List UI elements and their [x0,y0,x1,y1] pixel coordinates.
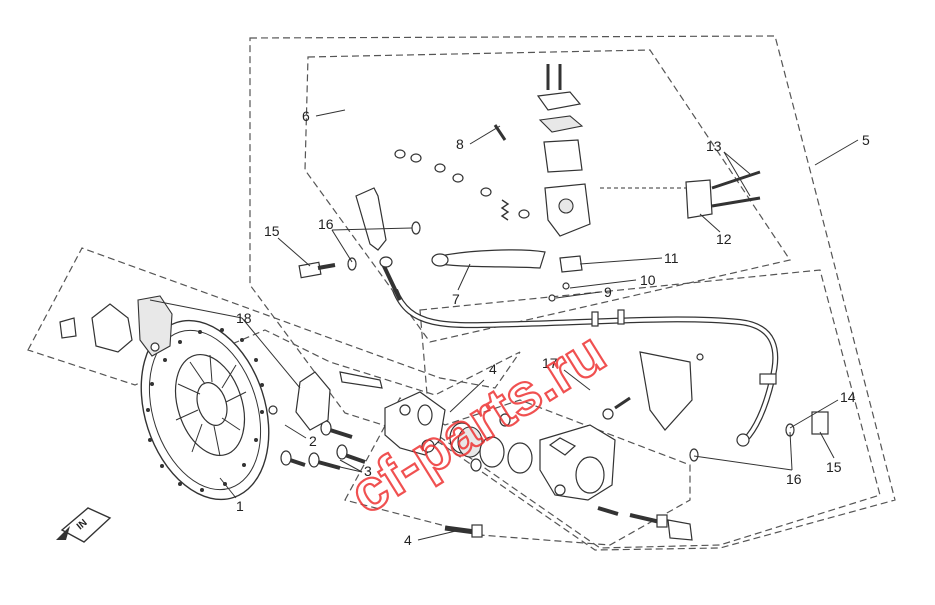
callout-4-upper: 4 [489,361,497,377]
callout-3: 3 [364,463,372,479]
caliper-cover [602,351,704,431]
leader-lines [149,109,859,541]
callout-11: 11 [664,250,679,266]
brake-hose [392,288,779,447]
pad-spring [268,371,383,431]
caliper-pistons [417,404,533,474]
callout-15-right: 15 [826,459,842,475]
callout-6: 6 [302,108,310,124]
callout-17: 17 [542,355,558,371]
callout-9: 9 [604,284,612,300]
caliper-bracket-boundary [419,269,881,549]
callout-13: 13 [706,138,722,154]
handlebar-clamp [600,170,761,219]
upper-brake-line [355,187,402,301]
callout-4-lower: 4 [404,532,412,548]
brake-disc [140,319,270,501]
callout-16-left: 16 [318,216,334,232]
callout-5: 5 [862,132,870,148]
callout-14: 14 [840,389,856,405]
callout-10: 10 [640,272,656,288]
callout-15-left: 15 [264,223,280,239]
direction-badge: IN [56,507,112,543]
callout-7: 7 [452,291,460,307]
callout-labels: 1 2 3 4 4 5 6 7 8 9 10 11 12 13 14 15 15… [236,108,870,548]
master-cylinder [431,64,591,302]
callout-12: 12 [716,231,732,247]
callout-18: 18 [236,310,252,326]
callout-8: 8 [456,136,464,152]
disc-bolts [280,420,366,470]
pad-set-boundary [27,247,521,396]
callout-1: 1 [236,498,244,514]
brake-pad-set [59,295,173,357]
outer-assembly-boundary [249,35,896,551]
banjo-bolts-washers [298,221,829,462]
reservoir-fittings [394,149,530,221]
callout-16-right: 16 [786,471,802,487]
callout-2: 2 [309,433,317,449]
caliper-bolts [444,506,693,541]
caliper-body [539,424,616,501]
